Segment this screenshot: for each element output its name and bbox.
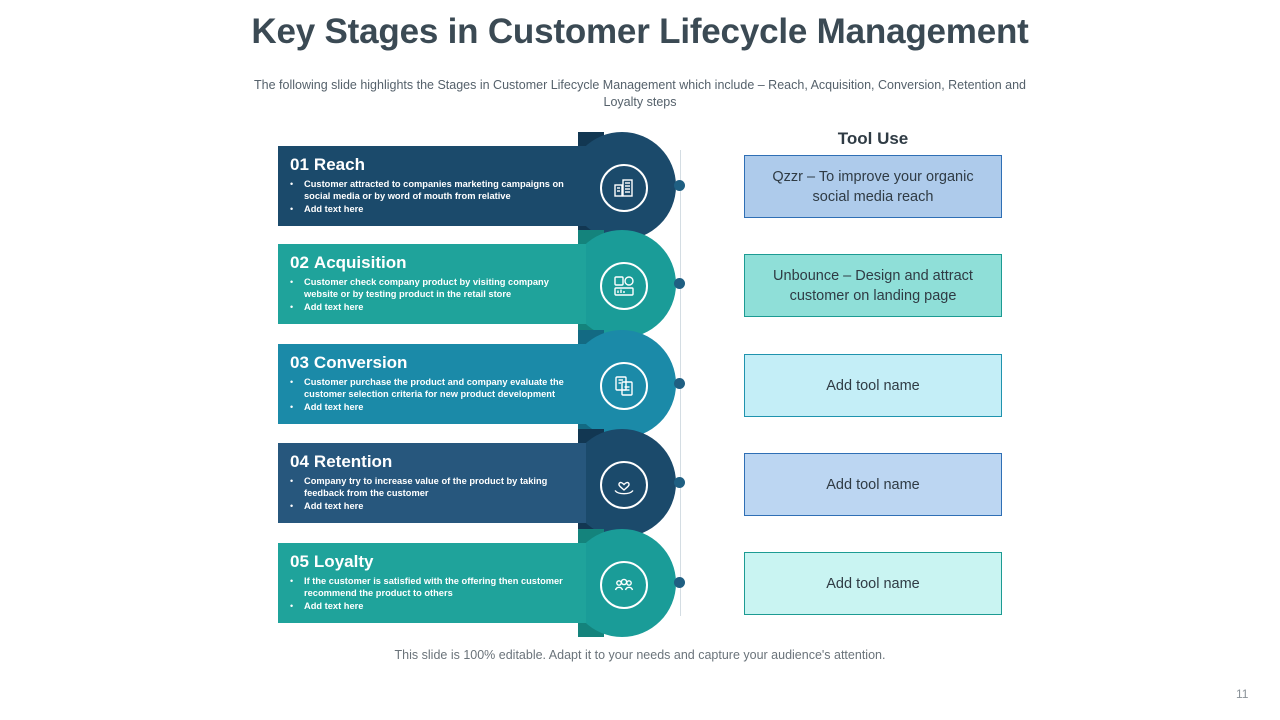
bullet-dot-icon: • bbox=[290, 576, 294, 586]
tool-box-4[interactable]: Add tool name bbox=[744, 453, 1002, 516]
stage-banner bbox=[278, 543, 586, 623]
bullet-dot-icon: • bbox=[290, 501, 294, 511]
stage-bullet: • Add text here bbox=[290, 501, 580, 513]
connector-dot bbox=[674, 378, 685, 389]
page-number: 11 bbox=[1236, 687, 1249, 701]
connector-dot bbox=[674, 477, 685, 488]
tool-box-label: Qzzr – To improve your organic social me… bbox=[772, 168, 974, 205]
footer-note: This slide is 100% editable. Adapt it to… bbox=[394, 648, 886, 662]
stage-bullet: • Add text here bbox=[290, 601, 580, 613]
stage-title: Loyalty bbox=[313, 552, 374, 571]
bullet-dot-icon: • bbox=[290, 302, 294, 312]
bullet-text: Add text here bbox=[304, 302, 364, 312]
stage-title: Conversion bbox=[313, 353, 408, 372]
bullet-text: Add text here bbox=[304, 204, 364, 214]
tool-box-5[interactable]: Add tool name bbox=[744, 552, 1002, 615]
tool-box-label: Add tool name bbox=[826, 575, 920, 592]
stage-bullet: • Customer check company product by visit… bbox=[290, 277, 580, 300]
bullet-text: Customer attracted to companies marketin… bbox=[304, 179, 564, 201]
stage-bullet: • Company try to increase value of the pr… bbox=[290, 476, 580, 499]
stage-bullet: • Customer attracted to companies marketi… bbox=[290, 179, 580, 202]
stage-title: Acquisition bbox=[313, 253, 407, 272]
stage-title: Retention bbox=[313, 452, 393, 471]
bullet-dot-icon: • bbox=[290, 402, 294, 412]
bullet-text: Company try to increase value of the pro… bbox=[304, 476, 548, 498]
stage-bullet: • Customer purchase the product and compa… bbox=[290, 377, 580, 400]
stage-number: 02 bbox=[290, 253, 309, 272]
connector-dot bbox=[674, 577, 685, 588]
bullet-text: Add text here bbox=[304, 601, 364, 611]
bullet-dot-icon: • bbox=[290, 204, 294, 214]
document-transfer-icon bbox=[600, 362, 648, 410]
bullet-dot-icon: • bbox=[290, 476, 294, 486]
bullet-dot-icon: • bbox=[290, 377, 294, 387]
customer-group-icon bbox=[600, 561, 648, 609]
tool-box-1[interactable]: Qzzr – To improve your organic social me… bbox=[744, 155, 1002, 218]
stage-bullet: • Add text here bbox=[290, 402, 580, 414]
connector-dot bbox=[674, 180, 685, 191]
page-title: Key Stages in Customer Lifecycle Managem… bbox=[251, 12, 1029, 51]
bullet-text: If the customer is satisfied with the of… bbox=[304, 576, 563, 598]
tool-use-header: Tool Use bbox=[837, 129, 909, 148]
connector-dot bbox=[674, 278, 685, 289]
bullet-dot-icon: • bbox=[290, 179, 294, 189]
stage-number: 01 bbox=[290, 155, 309, 174]
stage-bullet: • If the customer is satisfied with the o… bbox=[290, 576, 580, 599]
stage-bullet: • Add text here bbox=[290, 204, 580, 216]
analytics-box-icon bbox=[600, 262, 648, 310]
bullet-dot-icon: • bbox=[290, 601, 294, 611]
bullet-dot-icon: • bbox=[290, 277, 294, 287]
stage-banner bbox=[278, 344, 586, 424]
hand-heart-icon bbox=[600, 461, 648, 509]
factory-icon bbox=[600, 164, 648, 212]
bullet-text: Add text here bbox=[304, 501, 364, 511]
stage-title: Reach bbox=[313, 155, 365, 174]
tool-box-label: Unbounce – Design and attract customer o… bbox=[773, 267, 973, 304]
tool-box-label: Add tool name bbox=[826, 476, 920, 493]
bullet-text: Customer purchase the product and compan… bbox=[304, 377, 564, 399]
stage-bullet: • Add text here bbox=[290, 302, 580, 314]
slide-subtitle: The following slide highlights the Stage… bbox=[254, 78, 1026, 109]
stage-banner bbox=[278, 244, 586, 324]
stage-number: 04 bbox=[290, 452, 309, 471]
tool-box-label: Add tool name bbox=[826, 377, 920, 394]
stage-number: 03 bbox=[290, 353, 309, 372]
bullet-text: Add text here bbox=[304, 402, 364, 412]
tool-box-2[interactable]: Unbounce – Design and attract customer o… bbox=[744, 254, 1002, 317]
stage-banner bbox=[278, 443, 586, 523]
bullet-text: Customer check company product by visiti… bbox=[304, 277, 549, 299]
stage-banner bbox=[278, 146, 586, 226]
tool-box-3[interactable]: Add tool name bbox=[744, 354, 1002, 417]
stage-number: 05 bbox=[290, 552, 309, 571]
